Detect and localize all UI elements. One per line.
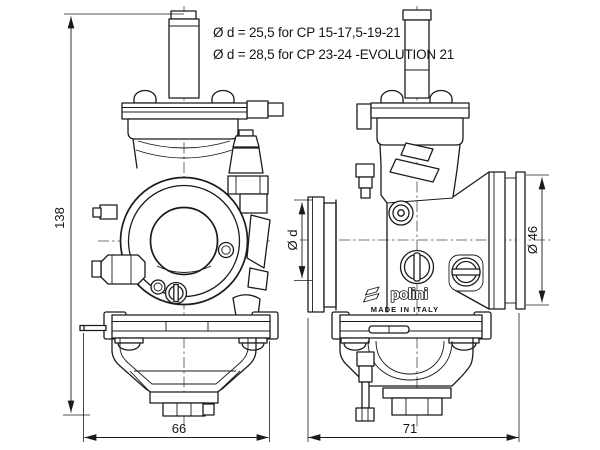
front-float-bowl bbox=[111, 337, 268, 417]
side-top-cover bbox=[356, 89, 470, 146]
dimension-height-label: 138 bbox=[52, 207, 67, 229]
side-top-tube bbox=[402, 9, 432, 99]
dimension-side-width-label: 71 bbox=[403, 421, 417, 436]
drain-nipple bbox=[355, 407, 375, 422]
made-in-italy-text: MADE IN ITALY bbox=[371, 305, 439, 314]
side-float-bowl bbox=[339, 337, 480, 416]
dimension-bell-diameter-46: Ø 46 bbox=[525, 174, 549, 306]
polini-s-logo-icon bbox=[400, 142, 434, 162]
polini-s-small-icon bbox=[363, 293, 380, 303]
branding: polini MADE IN ITALY bbox=[363, 285, 439, 314]
dimension-front-width-66: 66 bbox=[83, 333, 270, 442]
dimension-height-138: 138 bbox=[52, 13, 184, 416]
dimension-annotations: 138 66 71 Ø d Ø 46 bbox=[52, 13, 549, 442]
front-top-cover bbox=[121, 89, 284, 169]
side-fittings bbox=[355, 163, 375, 422]
front-bore-circle bbox=[149, 206, 219, 276]
diameter-notes: Ø d = 25,5 for CP 15-17,5-19-21 Ø d = 28… bbox=[213, 25, 454, 62]
dimension-inlet-diameter: Ø d bbox=[285, 199, 313, 281]
note-line-2: Ø d = 28,5 for CP 23-24 -EVOLUTION 21 bbox=[213, 47, 454, 62]
dimension-inlet-diameter-label: Ø d bbox=[285, 230, 300, 251]
front-drain-plug bbox=[162, 402, 206, 417]
front-intake-bell bbox=[119, 176, 249, 306]
side-mounting-plate bbox=[331, 311, 492, 340]
side-air-bell bbox=[452, 171, 526, 310]
side-intake-spigot bbox=[307, 196, 337, 313]
dimension-bell-diameter-label: Ø 46 bbox=[525, 226, 540, 254]
side-view: polini MADE IN ITALY bbox=[300, 6, 550, 430]
polini-logo-text: polini bbox=[391, 286, 428, 303]
polini-s-logo-icon bbox=[389, 158, 440, 183]
note-line-1: Ø d = 25,5 for CP 15-17,5-19-21 bbox=[213, 25, 401, 40]
front-fuel-inlet bbox=[91, 204, 146, 285]
dimension-side-width-71: 71 bbox=[307, 313, 520, 442]
dimension-front-width-label: 66 bbox=[172, 421, 186, 436]
side-adjuster-screws bbox=[388, 200, 484, 292]
front-choke-assembly bbox=[227, 129, 271, 317]
side-drain-plug bbox=[391, 397, 443, 416]
side-body bbox=[379, 142, 461, 313]
front-mounting-plate bbox=[79, 311, 279, 340]
front-top-tube bbox=[168, 10, 200, 99]
front-view bbox=[79, 6, 284, 430]
polini-s-small-icon bbox=[365, 286, 380, 296]
front-lever-rod bbox=[79, 324, 107, 332]
